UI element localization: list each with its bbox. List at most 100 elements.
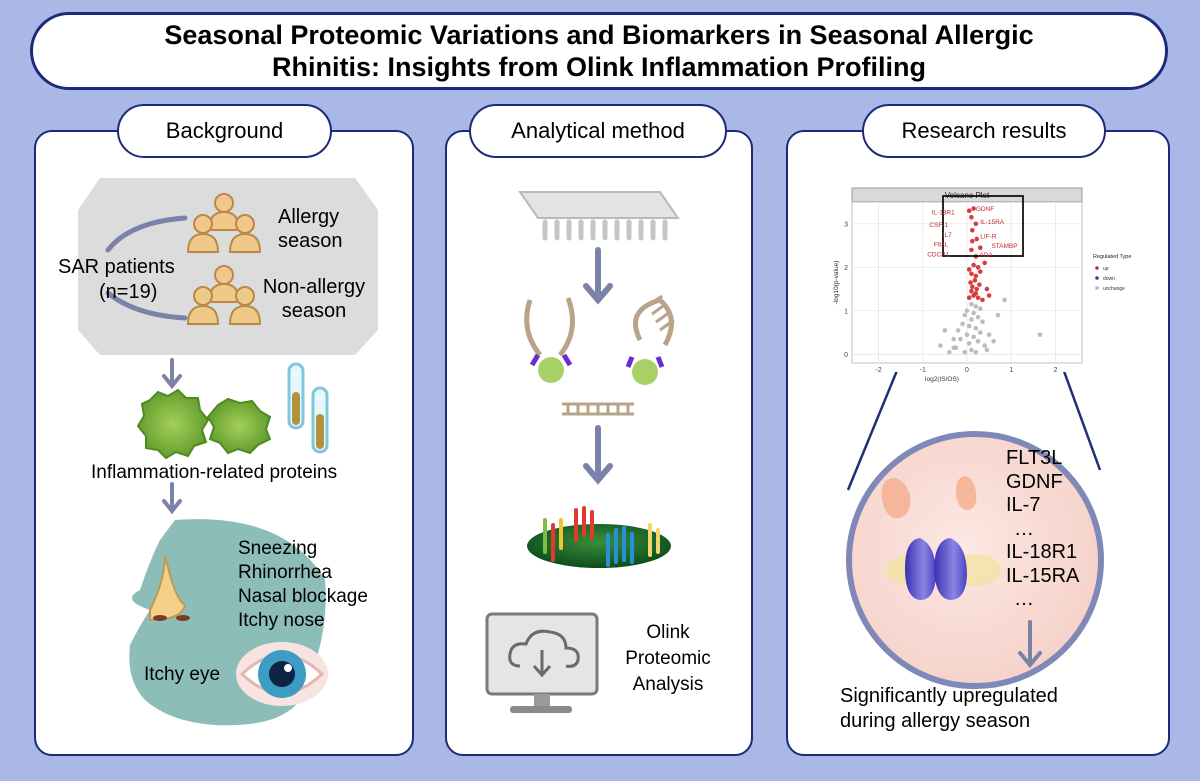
data-point-unchange xyxy=(966,341,972,346)
allergy-season-label: Allergy season xyxy=(278,205,343,253)
data-point-up xyxy=(972,278,978,283)
data-point-unchange xyxy=(995,312,1001,318)
data-point-up xyxy=(971,262,976,268)
allergy-season-line-2: season xyxy=(278,230,343,252)
data-point-unchange xyxy=(966,323,972,329)
data-point-unchange xyxy=(942,328,948,333)
gene-label: STAMBP xyxy=(991,243,1017,250)
data-point-unchange xyxy=(969,347,974,353)
y-axis-label: -log10(p-value) xyxy=(833,261,840,305)
title-line-1: Seasonal Proteomic Variations and Biomar… xyxy=(164,20,1034,50)
biomarker-item: GDNF xyxy=(1006,470,1063,493)
data-point-unchange xyxy=(973,325,979,331)
olink-label: Olink Proteomic Analysis xyxy=(620,620,716,698)
biomarker-item: IL-7 xyxy=(1006,494,1041,516)
down-arrow-icon xyxy=(583,247,613,485)
computer-cloud-icon xyxy=(485,612,599,713)
symptoms-list: Sneezing Rhinorrhea Nasal blockage Itchy… xyxy=(238,537,368,633)
data-point-up xyxy=(970,227,975,233)
biomarker-item: FLT3L xyxy=(1006,447,1063,469)
olink-line-2: Proteomic xyxy=(625,648,711,669)
data-point-unchange xyxy=(947,349,952,355)
biomarker-item: … xyxy=(1014,588,1034,610)
data-point-unchange xyxy=(964,308,970,314)
gene-label: Flt3L xyxy=(934,242,949,249)
data-point-unchange xyxy=(973,349,979,355)
data-point-up xyxy=(969,288,974,294)
data-point-unchange xyxy=(980,319,985,324)
biomarker-item: … xyxy=(1014,517,1034,540)
data-point-unchange xyxy=(1037,332,1043,338)
conclusion-label: Significantly upregulated during allergy… xyxy=(840,684,1058,734)
proteins-label: Inflammation-related proteins xyxy=(91,462,338,483)
legend-entry: unchange xyxy=(1103,286,1125,292)
olink-line-1: Olink xyxy=(646,622,690,643)
data-point-up xyxy=(977,282,982,287)
olink-line-3: Analysis xyxy=(632,674,704,695)
gene-label: IL-15RA xyxy=(980,219,1005,226)
gene-label: IL7 xyxy=(943,232,952,239)
data-point-unchange xyxy=(984,347,990,353)
data-point-unchange xyxy=(977,330,983,335)
gene-label: LIF-R xyxy=(980,233,997,240)
data-point-unchange xyxy=(975,315,981,320)
data-point-unchange xyxy=(955,328,961,333)
data-point-unchange xyxy=(973,304,979,309)
legend-entry: down xyxy=(1103,276,1115,282)
non-allergy-season-line-2: season xyxy=(281,300,347,322)
x-tick-label: -2 xyxy=(875,367,881,374)
y-tick-label: 0 xyxy=(844,352,848,359)
data-point-unchange xyxy=(951,336,957,342)
y-tick-label: 2 xyxy=(844,265,848,272)
data-point-unchange xyxy=(969,317,974,322)
data-point-up xyxy=(973,221,979,227)
symptom-item: Itchy nose xyxy=(238,610,325,631)
data-point-up xyxy=(975,264,981,270)
data-point-up xyxy=(971,293,976,298)
data-point-up xyxy=(980,297,985,303)
data-point-unchange xyxy=(962,312,968,318)
itchy-eye-label: Itchy eye xyxy=(144,664,221,685)
legend-swatch xyxy=(1095,286,1099,290)
data-point-up xyxy=(969,214,974,220)
symptom-item: Rhinorrhea xyxy=(238,562,332,583)
title-banner: Seasonal Proteomic Variations and Biomar… xyxy=(30,12,1168,90)
data-point-up xyxy=(970,284,975,290)
legend-entry: up xyxy=(1103,266,1109,272)
biomarker-list: FLT3L GDNF IL-7 … IL-18R1 IL-15RA … xyxy=(1006,447,1079,612)
tab-analytical-method: Analytical method xyxy=(469,104,727,158)
non-allergy-season-label: Non-allergy season xyxy=(258,275,370,323)
biomarker-item: IL-18R1 xyxy=(1006,541,1078,563)
eye-icon xyxy=(236,642,328,706)
patients-count: (n=19) xyxy=(99,281,158,303)
data-point-unchange xyxy=(977,306,983,311)
data-point-up xyxy=(982,260,987,266)
data-point-up xyxy=(966,208,972,214)
symptom-item: Nasal blockage xyxy=(238,586,368,607)
data-point-unchange xyxy=(986,332,992,338)
data-point-unchange xyxy=(962,349,968,355)
symptom-item: Sneezing xyxy=(238,538,318,559)
data-point-up xyxy=(974,236,980,242)
data-point-up xyxy=(971,206,976,211)
allergy-season-line-1: Allergy xyxy=(278,206,340,228)
data-point-unchange xyxy=(971,334,976,340)
data-point-up xyxy=(969,271,974,277)
data-point-unchange xyxy=(938,343,943,348)
down-arrow-icon xyxy=(162,358,182,515)
data-point-up xyxy=(984,286,990,292)
protein-blob-icon xyxy=(136,388,272,460)
x-tick-label: 1 xyxy=(1009,367,1013,374)
tab-background: Background xyxy=(117,104,332,158)
data-point-up xyxy=(977,269,983,274)
data-point-up xyxy=(966,295,972,301)
gene-label: GDNF xyxy=(976,206,994,213)
legend-swatch xyxy=(1095,266,1099,270)
data-point-up xyxy=(969,247,974,253)
data-point-unchange xyxy=(958,336,963,342)
gene-label: ADA xyxy=(979,252,993,259)
data-point-up xyxy=(968,280,973,285)
gene-label: IL-18R1 xyxy=(932,210,956,217)
